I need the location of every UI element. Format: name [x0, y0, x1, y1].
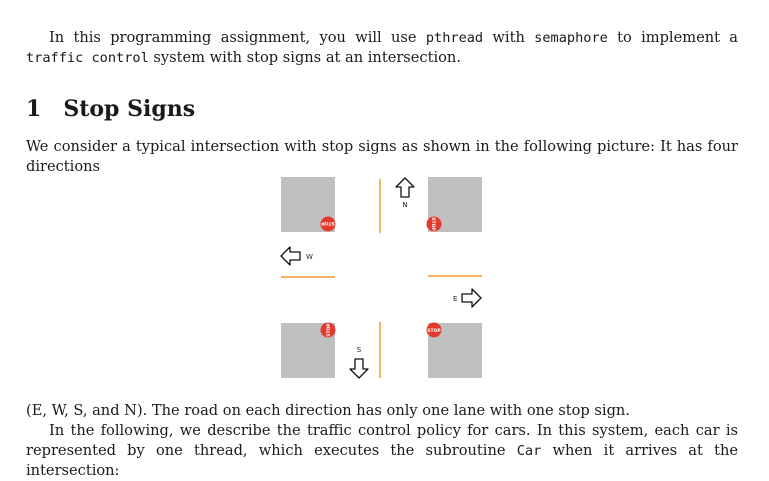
arrow-south-icon — [349, 358, 369, 379]
intersection-diagram: STOP STOP STOP STOP N W E S — [280, 177, 482, 379]
code-traffic-control: traffic control — [26, 50, 149, 66]
code-semaphore: semaphore — [534, 30, 608, 46]
code-pthread: pthread — [425, 30, 484, 46]
code-car: Car — [516, 443, 542, 459]
stop-sign-top-right: STOP — [426, 216, 442, 232]
paragraph-directions: (E, W, S, and N). The road on each direc… — [26, 402, 630, 419]
arrow-west-icon — [280, 246, 301, 266]
section-heading: 1 Stop Signs — [26, 92, 195, 126]
label-south: S — [357, 346, 362, 354]
arrow-east-icon — [461, 288, 482, 308]
stop-sign-top-left: STOP — [320, 216, 336, 232]
paragraph-intersection: We consider a typical intersection with … — [26, 138, 738, 175]
stop-sign-bottom-left: STOP — [320, 322, 336, 338]
stop-sign-bottom-right: STOP — [426, 322, 442, 338]
arrow-north-icon — [395, 177, 415, 198]
intro-paragraph: In this programming assignment, you will… — [26, 29, 738, 66]
label-east: E — [453, 295, 457, 303]
label-north: N — [402, 201, 407, 209]
label-west: W — [306, 253, 313, 261]
stop-sign-text: STOP — [427, 328, 441, 334]
stop-sign-text: STOP — [326, 323, 332, 337]
paragraph-policy: In the following, we describe the traffi… — [26, 422, 738, 479]
stop-sign-text: STOP — [430, 217, 436, 231]
section-number: 1 — [26, 96, 42, 122]
stop-sign-text: STOP — [321, 220, 335, 226]
section-title: Stop Signs — [63, 96, 196, 122]
intersection-figure: STOP STOP STOP STOP N W E S — [270, 172, 500, 388]
